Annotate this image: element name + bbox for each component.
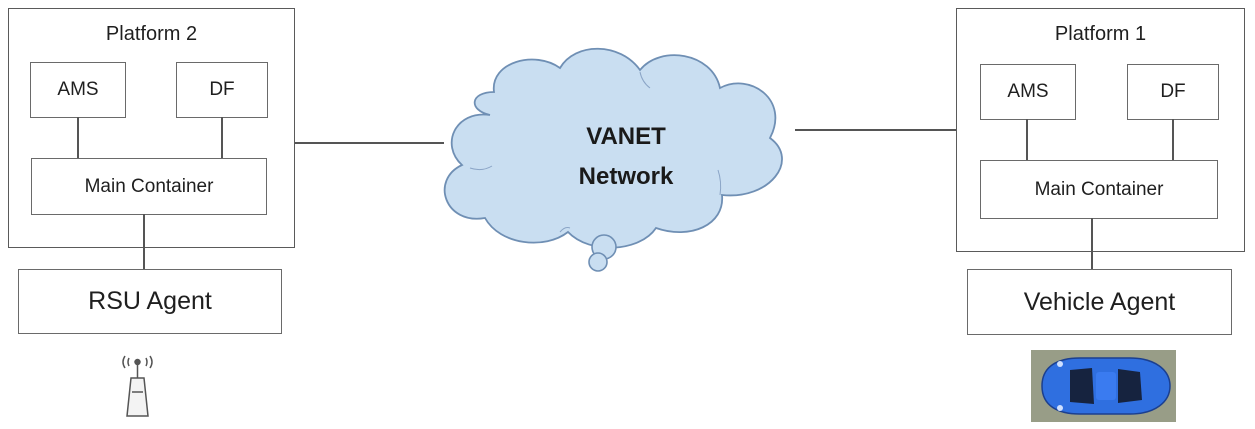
vehicle-agent-box: Vehicle Agent	[967, 269, 1232, 335]
platform-2-main-container: Main Container	[31, 158, 267, 215]
platform-1-main-container: Main Container	[980, 160, 1218, 219]
platform-1-df-box: DF	[1127, 64, 1219, 120]
platform-1-df-link	[1172, 119, 1174, 161]
platform-2-ams-link	[77, 117, 79, 159]
rsu-agent-box: RSU Agent	[18, 269, 282, 334]
cloud-shape	[443, 47, 783, 249]
platform-1-agent-link	[1091, 218, 1093, 270]
platform-2-ams-box: AMS	[30, 62, 126, 118]
platform-1-title: Platform 1	[1054, 23, 1147, 45]
link-network-platform1	[795, 129, 957, 131]
link-platform2-network	[294, 142, 444, 144]
platform-1-ams-link	[1026, 119, 1028, 161]
platform-2-df-link	[221, 117, 223, 159]
network-label-line2: Network	[579, 163, 674, 190]
platform-1-ams-box: AMS	[980, 64, 1076, 120]
network-label-line1: VANET	[586, 123, 666, 150]
platform-2-agent-link	[143, 214, 145, 270]
platform-2-title: Platform 2	[105, 23, 198, 45]
cloud-bubble-small	[588, 252, 608, 272]
